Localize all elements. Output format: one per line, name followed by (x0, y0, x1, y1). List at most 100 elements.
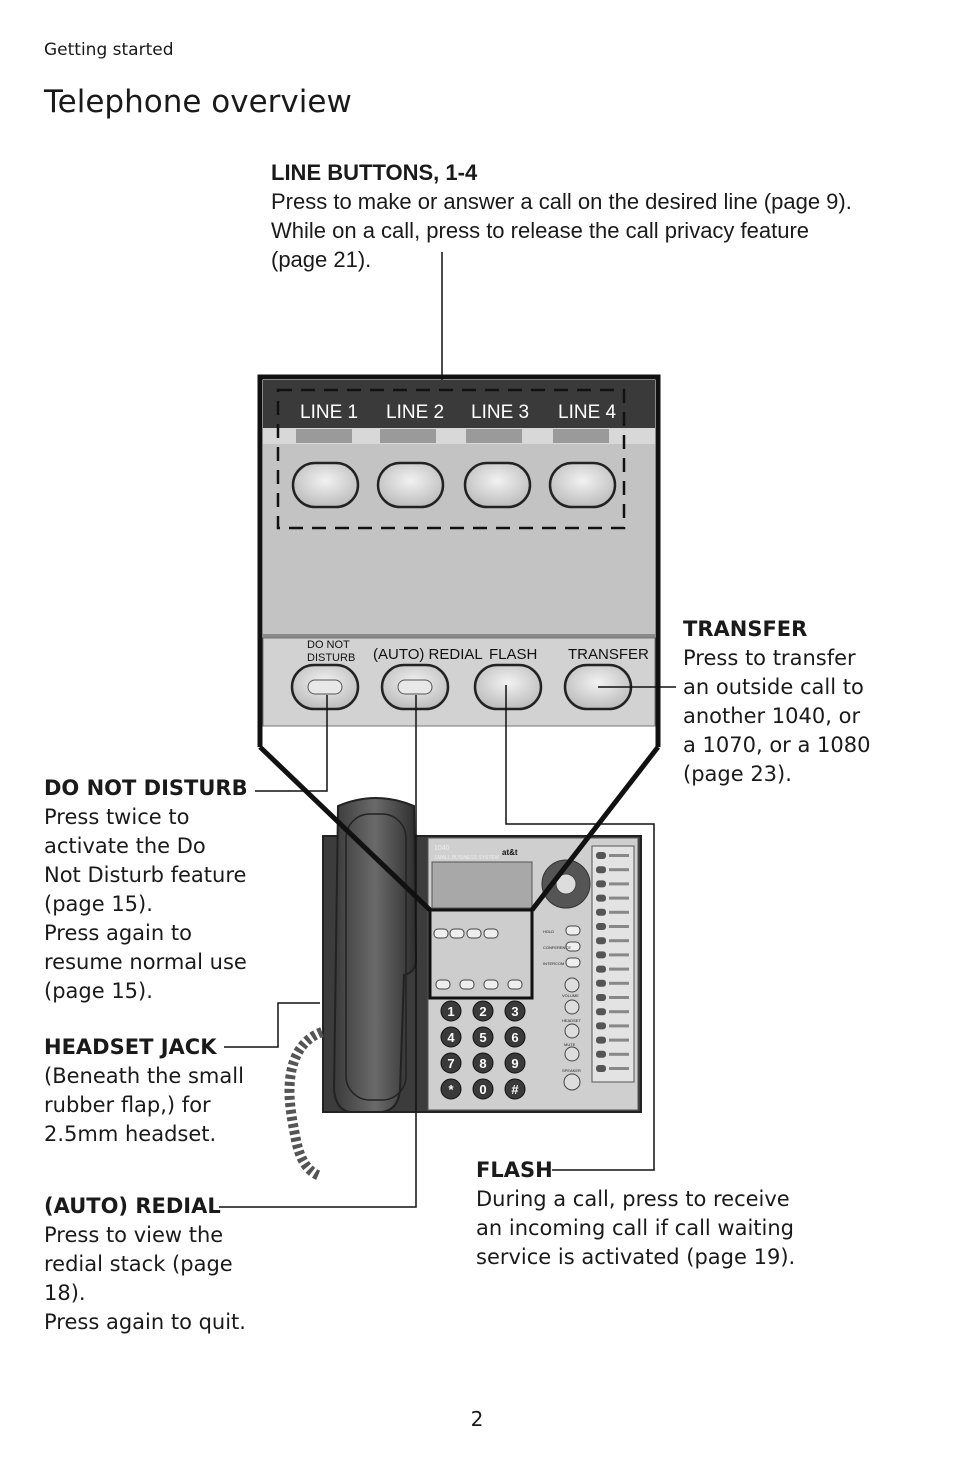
flash-label: FLASH (489, 646, 537, 663)
extension-label (609, 1067, 629, 1070)
extension-button (596, 1008, 606, 1016)
callout-text: an incoming call if call waiting (476, 1216, 795, 1240)
extension-label (609, 868, 629, 872)
line-1-label: LINE 1 (300, 402, 358, 423)
callout-text: (page 23). (683, 762, 792, 786)
callout-text: service is activated (page 19). (476, 1245, 796, 1269)
callout-line-buttons: LINE BUTTONS, 1-4 Press to make or answe… (271, 158, 852, 274)
headset-label: HEADSET (562, 1018, 581, 1023)
page-title: Telephone overview (44, 84, 352, 120)
system-label: SMALL BUSINESS SYSTEM (434, 855, 500, 861)
extension-label (609, 1038, 629, 1042)
keypad-key (472, 1026, 494, 1048)
speaker-label: SPEAKER (562, 1068, 581, 1073)
callout-text: While on a call, press to release the ca… (271, 218, 810, 243)
phone-panel-closeup: LINE 1 LINE 2 LINE 3 LINE 4 DO NOT DISTU… (257, 374, 661, 912)
extension-button (596, 965, 606, 973)
keypad-key (504, 1000, 526, 1022)
transfer-label: TRANSFER (568, 646, 649, 663)
extension-label (609, 910, 629, 914)
extension-label (609, 1010, 629, 1014)
callout-text: During a call, press to receive (476, 1187, 790, 1211)
keypad-key (504, 1026, 526, 1048)
leader-lines (219, 252, 676, 1208)
callout-heading: HEADSET JACK (44, 1035, 217, 1059)
keypad-key-label: 6 (511, 1030, 518, 1045)
callout-text: 18). (44, 1281, 86, 1305)
extension-button (596, 894, 606, 902)
keypad-key-label: 3 (511, 1004, 518, 1019)
callout-text: (page 15). (44, 979, 153, 1003)
leader-redial (219, 695, 417, 1208)
extension-label (609, 953, 629, 957)
hold-label: HOLD (543, 929, 554, 934)
callout-text: Press to view the (44, 1223, 224, 1247)
callout-text: (page 21). (271, 247, 372, 272)
dnd-label-bottom: DISTURB (307, 652, 355, 664)
callout-headset-jack: HEADSET JACK (Beneath the small rubber f… (44, 1033, 244, 1149)
extension-label (609, 1052, 629, 1056)
callout-transfer: TRANSFER Press to transfer an outside ca… (683, 615, 870, 789)
callout-text: 2.5mm headset. (44, 1122, 217, 1146)
callout-text: (Beneath the small (44, 1064, 244, 1088)
callout-heading: FLASH (476, 1158, 553, 1182)
line-1-button (291, 461, 360, 509)
callout-heading: (AUTO) REDIAL (44, 1194, 221, 1218)
keypad-key (504, 1052, 526, 1074)
extension-button (596, 1065, 606, 1072)
keypad-key-label: 2 (479, 1004, 486, 1019)
intercom-label: INTERCOM (543, 961, 564, 966)
keypad-key-label: 0 (479, 1082, 486, 1097)
keypad-key-label: 4 (447, 1030, 455, 1045)
extension-button (596, 979, 606, 987)
line-4-button (548, 461, 617, 509)
keypad-key (504, 1078, 526, 1100)
callout-heading: DO NOT DISTURB (44, 776, 248, 800)
extension-button (596, 937, 606, 945)
conference-label: CONFERENCE (543, 945, 571, 950)
callout-do-not-disturb: DO NOT DISTURB Press twice to activate t… (44, 774, 248, 1006)
section-label: Getting started (44, 40, 174, 60)
extension-label (609, 996, 629, 999)
keypad-key-label: * (448, 1082, 454, 1097)
extension-label (609, 896, 629, 900)
callout-text: resume normal use (44, 950, 247, 974)
callout-heading: LINE BUTTONS, 1-4 (271, 160, 478, 185)
extension-button (596, 923, 606, 930)
extension-label (609, 1024, 629, 1028)
callout-text: another 1040, or (683, 704, 861, 728)
callout-text: an outside call to (683, 675, 864, 699)
callout-text: activate the Do (44, 834, 206, 858)
extension-label (609, 882, 629, 886)
callout-text: (page 15). (44, 892, 153, 916)
extension-button (596, 994, 606, 1001)
page-number: 2 (470, 1407, 484, 1431)
extension-label (609, 854, 629, 857)
phone-base-illustration: 1040 SMALL BUSINESS SYSTEM at&t HOLD CON… (284, 797, 642, 1181)
callout-text: rubber flap,) for (44, 1093, 211, 1117)
callout-text: redial stack (page (44, 1252, 233, 1276)
extension-label (609, 967, 629, 971)
extension-button (596, 951, 606, 959)
dnd-label-top: DO NOT (307, 639, 350, 651)
callout-flash: FLASH During a call, press to receive an… (476, 1156, 795, 1272)
extension-button (596, 866, 606, 874)
brand-logo-text: at&t (502, 848, 518, 857)
keypad-key (472, 1052, 494, 1074)
keypad-key (472, 1078, 494, 1100)
keypad-key (440, 1052, 462, 1074)
keypad-key (472, 1000, 494, 1022)
leader-dnd (255, 695, 328, 792)
model-label: 1040 (434, 845, 450, 852)
callout-text: Press again to quit. (44, 1310, 246, 1334)
extension-label (609, 981, 629, 985)
extension-button (596, 1022, 606, 1030)
leader-headset (224, 1002, 320, 1048)
extension-button (596, 1050, 606, 1058)
extension-label (609, 925, 629, 928)
keypad-key-label: # (511, 1082, 519, 1097)
callout-text: Press to make or answer a call on the de… (271, 189, 852, 214)
callout-heading: TRANSFER (683, 617, 808, 641)
callout-text: a 1070, or a 1080 (683, 733, 871, 757)
keypad-key (440, 1026, 462, 1048)
